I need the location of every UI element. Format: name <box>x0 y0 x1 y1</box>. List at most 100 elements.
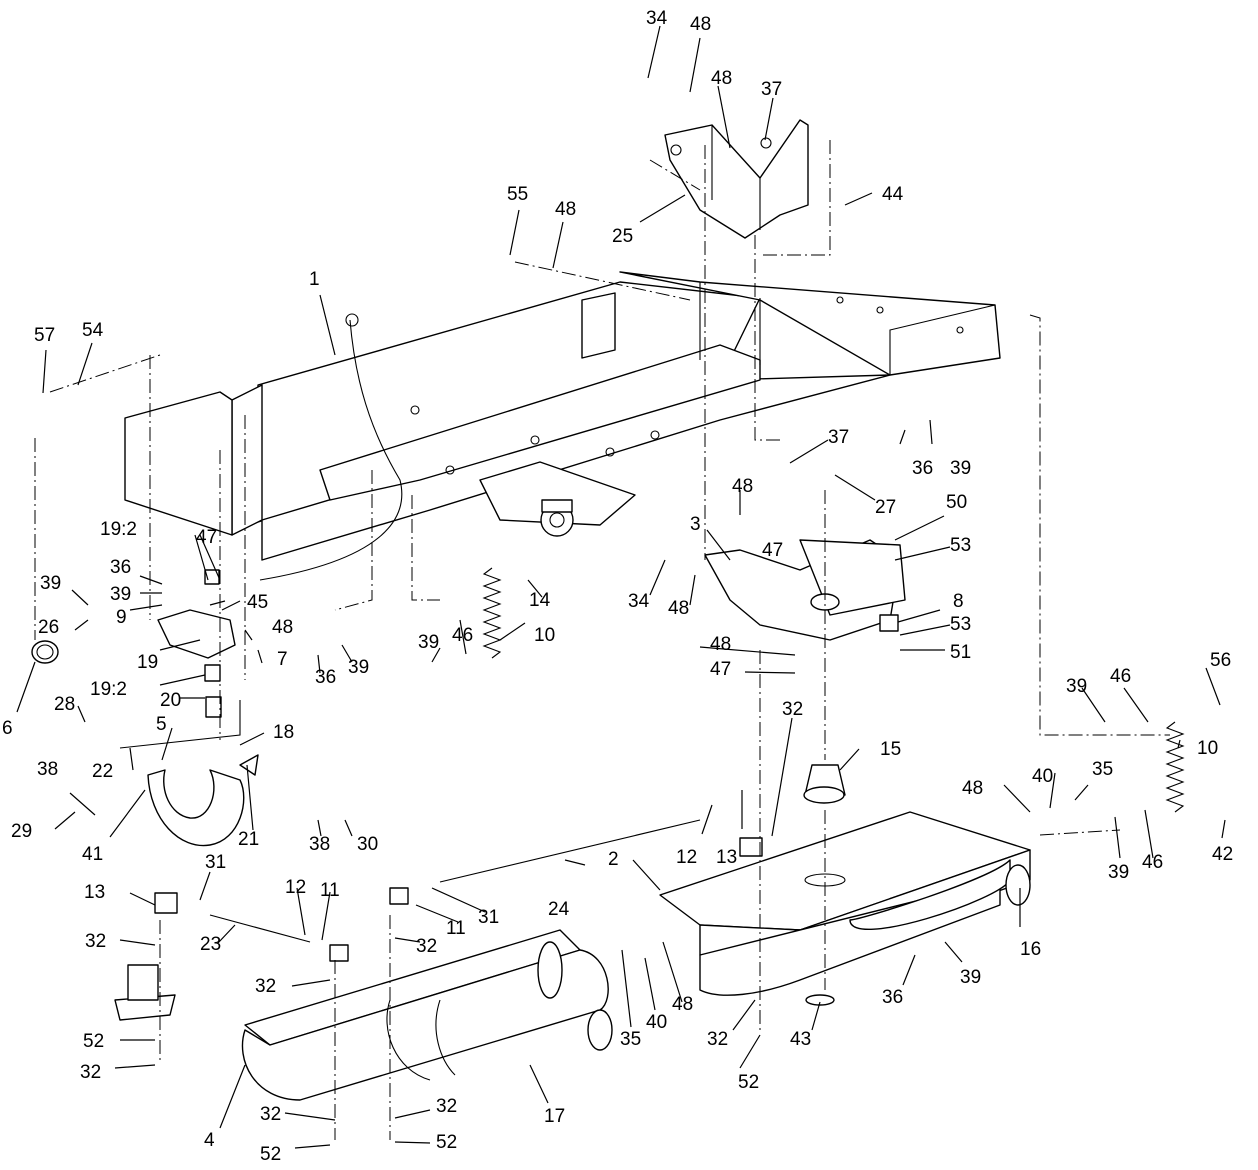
callout-label: 48 <box>962 778 983 799</box>
callout-label: 22 <box>92 761 113 782</box>
callout-label: 55 <box>507 184 528 205</box>
callout-label: 53 <box>950 614 971 635</box>
callout-label: 50 <box>946 492 967 513</box>
callout-label: 40 <box>646 1012 667 1033</box>
callout-label: 46 <box>1142 852 1163 873</box>
callout-label: 16 <box>1020 939 1041 960</box>
callout-label: 8 <box>953 591 964 612</box>
callout-label: 42 <box>1212 844 1233 865</box>
main-frame <box>124 271 1001 581</box>
callout-label: 32 <box>707 1029 728 1050</box>
callout-label: 10 <box>1197 738 1218 759</box>
callout-label: 51 <box>950 642 971 663</box>
callout-label: 3 <box>690 514 701 535</box>
callout-leaders <box>16 25 1226 1149</box>
callout-label: 32 <box>85 931 106 952</box>
tie-rods <box>154 764 846 1006</box>
callout-label: 52 <box>260 1144 281 1165</box>
callout-label: 12 <box>285 877 306 898</box>
callout-label: 13 <box>84 882 105 903</box>
callout-label: 48 <box>711 68 732 89</box>
callout-label: 32 <box>255 976 276 997</box>
mounting-bracket <box>664 119 809 239</box>
callout-label: 30 <box>357 834 378 855</box>
callout-label: 32 <box>80 1062 101 1083</box>
callout-label: 31 <box>478 907 499 928</box>
callout-label: 48 <box>668 598 689 619</box>
callout-label: 24 <box>548 899 570 920</box>
callout-label: 40 <box>1032 766 1053 787</box>
callout-label: 36 <box>315 667 336 688</box>
callout-label: 13 <box>716 847 737 868</box>
callout-label: 47 <box>762 540 783 561</box>
assembly-lines <box>34 140 1170 1140</box>
callout-label: 48 <box>555 199 576 220</box>
callout-label: 34 <box>628 591 650 612</box>
callout-label: 41 <box>82 844 103 865</box>
callout-label: 32 <box>782 699 803 720</box>
callout-label: 47 <box>196 527 217 548</box>
callout-label: 27 <box>875 497 896 518</box>
callout-label: 47 <box>710 659 731 680</box>
callout-label: 32 <box>416 936 437 957</box>
callout-label: 15 <box>880 739 901 760</box>
callout-label: 37 <box>828 427 849 448</box>
callout-label: 43 <box>790 1029 811 1050</box>
callout-label: 19 <box>137 652 158 673</box>
callout-label: 36 <box>882 987 903 1008</box>
callout-label: 53 <box>950 535 971 556</box>
callout-label: 29 <box>11 821 32 842</box>
callout-label: 46 <box>452 625 473 646</box>
callout-label: 12 <box>676 847 697 868</box>
callout-label: 26 <box>38 617 59 638</box>
callout-label: 35 <box>1092 759 1113 780</box>
callout-label: 52 <box>83 1031 104 1052</box>
callout-label: 57 <box>34 325 55 346</box>
callout-label: 56 <box>1210 650 1231 671</box>
pivot-plate <box>704 539 906 641</box>
callout-label: 48 <box>732 476 753 497</box>
callout-label: 31 <box>205 852 226 873</box>
callout-label: 39 <box>950 458 971 479</box>
callout-label: 9 <box>116 607 127 628</box>
callout-label: 39 <box>960 967 981 988</box>
callout-labels: 34 48 48 37 44 25 55 48 1 57 54 37 36 39… <box>2 8 1233 1165</box>
callout-label: 39 <box>110 584 131 605</box>
callout-label: 48 <box>672 994 693 1015</box>
callout-label: 35 <box>620 1029 641 1050</box>
callout-label: 52 <box>436 1132 457 1153</box>
callout-label: 4 <box>204 1130 215 1151</box>
callout-label: 48 <box>272 617 293 638</box>
callout-label: 45 <box>247 592 268 613</box>
callout-label: 21 <box>238 829 259 850</box>
callout-label: 1 <box>309 269 320 290</box>
callout-label: 52 <box>738 1072 759 1093</box>
callout-label: 11 <box>320 880 340 901</box>
callout-label: 36 <box>110 557 131 578</box>
callout-label: 14 <box>529 590 551 611</box>
callout-label: 39 <box>40 573 61 594</box>
callout-label: 38 <box>309 834 330 855</box>
callout-label: 39 <box>418 632 439 653</box>
right-roller-assembly <box>659 811 1031 996</box>
callout-label: 39 <box>348 657 369 678</box>
left-roller-assembly <box>114 929 613 1101</box>
springs <box>482 567 1185 813</box>
callout-label: 25 <box>612 226 633 247</box>
callout-label: 17 <box>544 1106 565 1127</box>
callout-label: 48 <box>710 634 731 655</box>
callout-label: 37 <box>761 79 782 100</box>
callout-label: 54 <box>82 320 104 341</box>
callout-label: 39 <box>1108 862 1129 883</box>
callout-label: 39 <box>1066 676 1087 697</box>
callout-label: 19:2 <box>90 679 127 700</box>
callout-label: 11 <box>446 918 466 939</box>
callout-label: 7 <box>277 649 288 670</box>
callout-label: 6 <box>2 718 13 739</box>
callout-label: 5 <box>156 714 167 735</box>
callout-label: 20 <box>160 690 181 711</box>
callout-label: 10 <box>534 625 555 646</box>
callout-label: 38 <box>37 759 58 780</box>
callout-label: 28 <box>54 694 75 715</box>
